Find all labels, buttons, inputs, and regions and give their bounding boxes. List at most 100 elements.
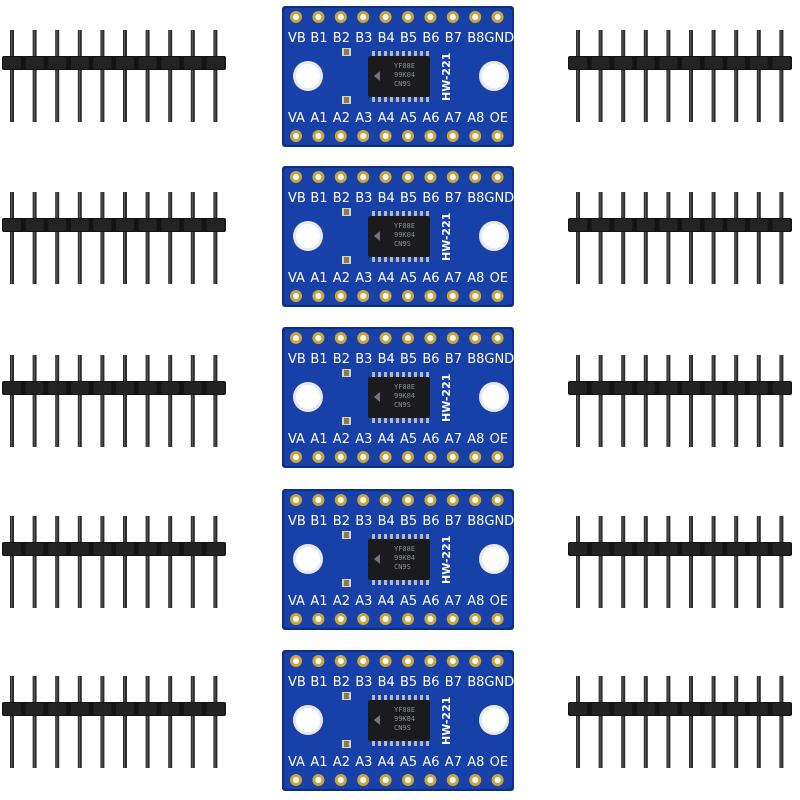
housing-segment [727, 57, 746, 69]
housing-segment [116, 703, 134, 715]
pin-label-bottom: OE [490, 594, 508, 609]
ic-lead [402, 534, 405, 540]
housing-segment [3, 219, 21, 231]
housing-segment [48, 382, 67, 394]
pin-highlight [146, 30, 148, 122]
housing-segment [704, 703, 723, 715]
pad-hole [360, 777, 367, 783]
pin-highlight [214, 516, 216, 608]
pad-hole [315, 133, 322, 139]
pin-header [2, 192, 226, 284]
pad-hole [337, 616, 344, 622]
housing-segment [636, 543, 655, 555]
ic-lead [390, 256, 393, 262]
housing-segment [569, 57, 587, 69]
ic-lead [402, 211, 405, 217]
ic-body [368, 539, 430, 580]
pin-label-bottom: A5 [400, 432, 417, 447]
pad-hole [494, 133, 501, 139]
housing-segment [70, 57, 89, 69]
pin-label-bottom: A8 [467, 111, 484, 126]
chip-marking: CN9S [394, 563, 411, 571]
pad-hole [427, 335, 434, 341]
housing-segment [704, 543, 723, 555]
pin-label-bottom: VA [288, 271, 305, 286]
pin-highlight [56, 516, 58, 608]
housing-segment [138, 57, 157, 69]
ic-lead [414, 96, 417, 102]
pin-highlight [577, 516, 579, 608]
ic-lead [426, 211, 429, 217]
pin-label-bottom: A8 [467, 594, 484, 609]
pin-highlight [146, 516, 148, 608]
pin-highlight [169, 516, 171, 608]
pad-hole [293, 133, 299, 139]
ic-lead [426, 695, 429, 701]
chip-marking: YF08E [394, 62, 415, 70]
pin-highlight [577, 192, 579, 284]
housing-segment [682, 382, 700, 394]
pin-highlight [690, 516, 692, 608]
capacitor-body [344, 257, 349, 263]
pad-hole [449, 293, 456, 299]
housing-segment [183, 57, 202, 69]
pin-highlight [11, 30, 13, 122]
capacitor-body [344, 580, 349, 586]
ic-lead [384, 695, 387, 701]
ic-lead [396, 534, 399, 540]
pin-highlight [780, 676, 782, 768]
housing-segment [659, 382, 678, 394]
pin-label-bottom: A1 [310, 594, 327, 609]
pin-label-top: VB [288, 352, 306, 367]
pin-highlight [33, 676, 35, 768]
housing-segment [682, 219, 700, 231]
pad-hole [315, 293, 322, 299]
pin-highlight [667, 30, 669, 122]
housing-segment [749, 703, 768, 715]
housing-segment [682, 57, 700, 69]
housing-segment [25, 219, 44, 231]
pad-hole [494, 454, 501, 460]
housing-segment [3, 382, 21, 394]
ic-lead [408, 579, 411, 585]
housing-segment [772, 382, 791, 394]
housing-segment [569, 219, 587, 231]
pin-label-top: B1 [310, 31, 327, 46]
pad-hole [315, 777, 322, 783]
pad-hole [382, 454, 389, 460]
pin-highlight [191, 676, 193, 768]
pin-highlight [124, 676, 126, 768]
housing-segment [727, 703, 746, 715]
housing-segment [614, 543, 633, 555]
pin-label-bottom: A4 [378, 111, 395, 126]
housing-segment [569, 703, 587, 715]
ic-lead [426, 96, 429, 102]
ic-lead [420, 417, 423, 423]
pin-label-top: B5 [400, 191, 417, 206]
housing-segment [116, 543, 134, 555]
pad-hole [405, 14, 411, 20]
pin-highlight [690, 676, 692, 768]
ic-lead [372, 51, 375, 57]
pad-hole [360, 14, 367, 20]
housing-segment [727, 382, 746, 394]
ic-lead [378, 417, 381, 423]
pin-highlight [780, 516, 782, 608]
board-model-label: HW-221 [440, 53, 453, 101]
pad-hole [360, 174, 367, 180]
pin-label-bottom: A2 [333, 755, 350, 770]
housing-segment [25, 57, 44, 69]
pad-hole [405, 133, 411, 139]
housing-segment [138, 382, 157, 394]
ic-lead [384, 256, 387, 262]
pin-label-bottom: A6 [422, 594, 439, 609]
housing-segment [3, 543, 21, 555]
ic-lead [390, 417, 393, 423]
housing-segment [659, 543, 678, 555]
pad-hole [494, 174, 501, 180]
pin-label-bottom: A1 [310, 432, 327, 447]
pin-label-bottom: A3 [355, 755, 372, 770]
pin-highlight [33, 355, 35, 447]
pin-label-bottom: A6 [422, 111, 439, 126]
